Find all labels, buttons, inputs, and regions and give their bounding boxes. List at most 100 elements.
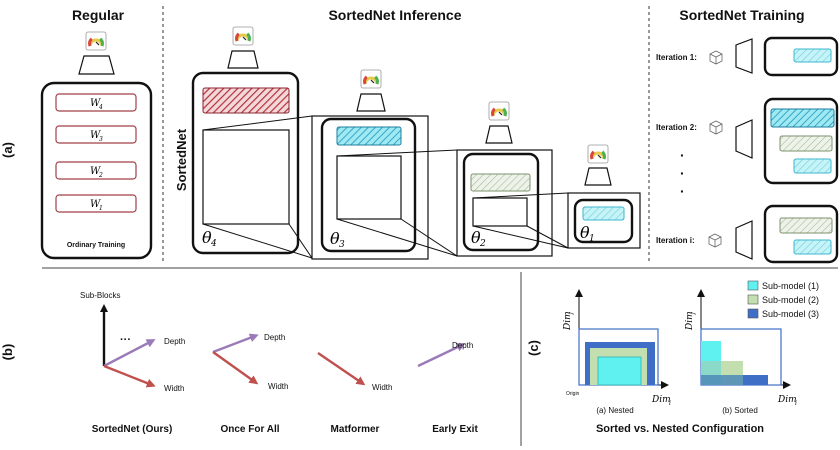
regular-caption: Ordinary Training <box>67 242 125 249</box>
weight-subscript: 1 <box>99 205 103 212</box>
gauge-icon <box>586 143 610 165</box>
weight-block <box>55 93 137 112</box>
model1-block-cyan <box>582 206 625 221</box>
model3-inner <box>336 155 402 220</box>
model3-block-cyan <box>336 126 402 146</box>
sorted-caption: (b) Sorted <box>722 406 758 415</box>
weight-subscript: 2 <box>98 172 103 179</box>
method-caption: SortedNet (Ours) <box>92 424 173 435</box>
weight-subscript: 4 <box>98 104 103 111</box>
training-ellipsis: · <box>680 183 685 199</box>
method-caption: Early Exit <box>432 424 478 435</box>
weight-label: W <box>90 98 101 109</box>
iteration-label: Iteration 2: <box>656 123 697 132</box>
weight-block <box>55 161 137 180</box>
theta-label: θ <box>471 228 481 247</box>
nested-submodel-1 <box>597 356 642 386</box>
training-head <box>735 38 753 74</box>
theta-subscript: 1 <box>589 234 595 244</box>
training-block-green <box>779 217 833 234</box>
panel-b-label: (b) <box>0 344 15 361</box>
training-block-cyan <box>793 158 832 174</box>
iteration-label: Iteration 1: <box>656 53 697 62</box>
depth-arrow <box>417 343 466 368</box>
sorted-xlabel: Dim <box>777 395 797 405</box>
projection-line <box>202 115 313 131</box>
sorted-xlabel-sub: i <box>795 400 797 407</box>
cube-icon <box>709 120 723 135</box>
training-block-cyan-dark <box>770 108 835 128</box>
legend-label: Sub-model (2) <box>762 295 819 305</box>
projection-line <box>526 225 569 249</box>
gauge-icon <box>487 100 511 122</box>
weight-label: W <box>90 166 101 177</box>
width-arrow <box>317 352 366 386</box>
model2-head <box>485 125 513 144</box>
legend: Sub-model (1) Sub-model (2) Sub-model (3… <box>747 280 819 319</box>
weight-block <box>55 194 137 213</box>
gauge-icon <box>231 25 255 47</box>
width-arrow <box>103 364 156 388</box>
weight-label: W <box>90 130 101 141</box>
depth-label: Depth <box>164 337 185 346</box>
theta-subscript: 4 <box>210 239 217 249</box>
legend-swatch <box>747 280 759 291</box>
training-head <box>735 119 753 159</box>
sorted-ylabel: Dim <box>685 311 695 331</box>
width-label: Width <box>268 382 288 391</box>
training-title: SortedNet Training <box>679 7 804 23</box>
sorted-overlap-b <box>701 375 743 385</box>
theta-label: θ <box>330 229 340 248</box>
training-ellipsis: · <box>680 147 685 163</box>
cube-icon <box>709 50 723 65</box>
legend-swatch <box>747 294 759 305</box>
training-block-green <box>779 135 833 152</box>
sorted-ylabel-sub: j <box>689 312 696 316</box>
model2-block-green <box>470 173 531 192</box>
method-caption: Matformer <box>331 424 380 435</box>
width-label: Width <box>164 384 184 393</box>
projection-line <box>472 225 569 249</box>
sorted-diagram: Dim j Dim i (b) Sorted <box>685 289 797 415</box>
depth-arrow <box>212 333 259 354</box>
weight-subscript: 3 <box>99 136 103 143</box>
model1-head <box>584 167 612 186</box>
training-block-cyan <box>793 239 832 255</box>
inference-side-label: SortedNet <box>174 128 189 191</box>
model2-inner <box>472 197 528 227</box>
weight-block <box>55 125 137 144</box>
panel-c-title: Sorted vs. Nested Configuration <box>596 423 764 435</box>
sorted-submodel-3 <box>743 375 768 385</box>
method-caption: Once For All <box>220 424 279 435</box>
inference-title: SortedNet Inference <box>328 7 461 23</box>
theta-subscript: 2 <box>479 239 486 249</box>
model3-head <box>356 93 386 112</box>
weight-label: W <box>90 199 101 210</box>
nested-xlabel: Dim <box>651 395 671 405</box>
regular-title: Regular <box>72 7 125 23</box>
depth-arrow <box>103 339 156 368</box>
nested-origin: Origin <box>566 391 580 397</box>
projection-line <box>336 149 458 157</box>
projection-line <box>288 223 313 259</box>
nested-diagram: Dim j Dim i Origin (a) Nested <box>563 289 671 415</box>
training-block-cyan <box>793 48 832 63</box>
nested-xlabel-sub: i <box>669 400 671 407</box>
gauge-icon <box>359 68 383 90</box>
depth-label: Depth <box>452 341 473 350</box>
projection-line <box>472 192 569 199</box>
theta-subscript: 3 <box>339 240 345 250</box>
width-arrow <box>212 351 259 385</box>
panel-a-label: (a) <box>0 142 15 158</box>
panel-c-label: (c) <box>526 340 541 356</box>
projection-line <box>336 218 458 257</box>
nested-ylabel-sub: j <box>567 312 574 316</box>
cube-icon <box>708 233 722 248</box>
model4-inner <box>202 129 290 225</box>
model4-head <box>227 50 259 69</box>
sub-blocks-label: Sub-Blocks <box>80 291 120 300</box>
regular-head <box>78 55 115 75</box>
model4-block-red <box>202 87 290 114</box>
nested-ylabel: Dim <box>563 311 573 331</box>
